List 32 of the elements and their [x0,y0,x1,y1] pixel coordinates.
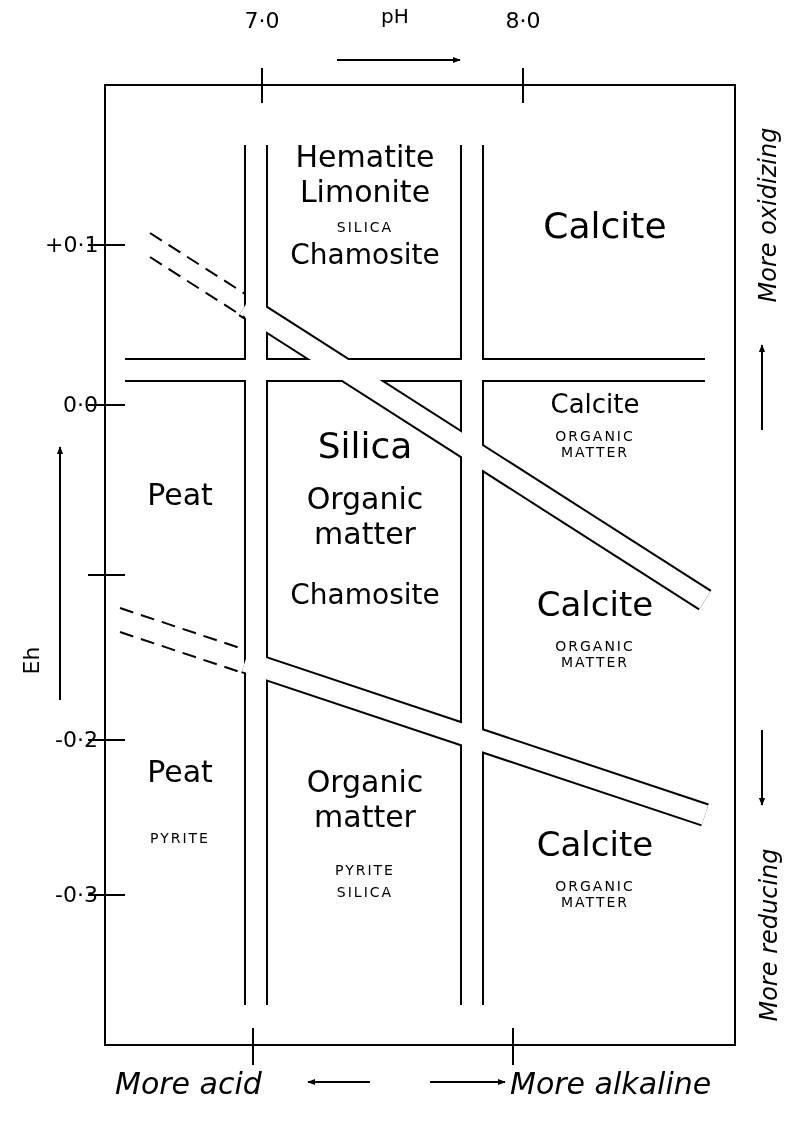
mineral-label: Peat [147,755,213,790]
tick-label: 0·0 [63,392,98,417]
mineral-label: Peat [147,478,213,513]
mineral-label: Silica [317,425,413,467]
mineral-label: Calcite [543,205,667,247]
tick-label: -0·3 [55,882,98,907]
mineral-label: SILICA [336,219,394,236]
mineral-label: Organic matter [305,765,425,834]
direction-label: More oxidizing [753,127,782,303]
tick-label: 8·0 [505,8,541,33]
axis-title: pH [381,4,409,28]
mineral-label: Organic matter [305,482,425,552]
mineral-label: Calcite [550,390,640,420]
axis-title: Eh [19,646,45,674]
direction-label: More reducing [754,848,782,1022]
mineral-label: ORGANIC MATTER [554,878,636,911]
direction-label: More acid [115,1066,262,1101]
mineral-label: PYRITE [150,829,210,846]
tick-label: -0·2 [55,727,98,752]
mineral-label: ORGANIC MATTER [554,427,636,461]
mineral-label: Limonite [299,174,431,209]
mineral-label: Calcite [536,825,654,865]
mineral-label: ORGANIC MATTER [554,638,636,671]
tick-label: +0·1 [45,232,99,257]
mineral-label: Chamosite [290,239,440,272]
mineral-label: Chamosite [290,579,440,612]
tick-label: 7·0 [244,8,280,33]
mineral-label: PYRITE [335,862,395,879]
mineral-label: Hematite [295,140,435,175]
direction-label: More alkaline [510,1066,712,1101]
mineral-label: SILICA [336,884,394,901]
mineral-label: Calcite [536,585,654,625]
